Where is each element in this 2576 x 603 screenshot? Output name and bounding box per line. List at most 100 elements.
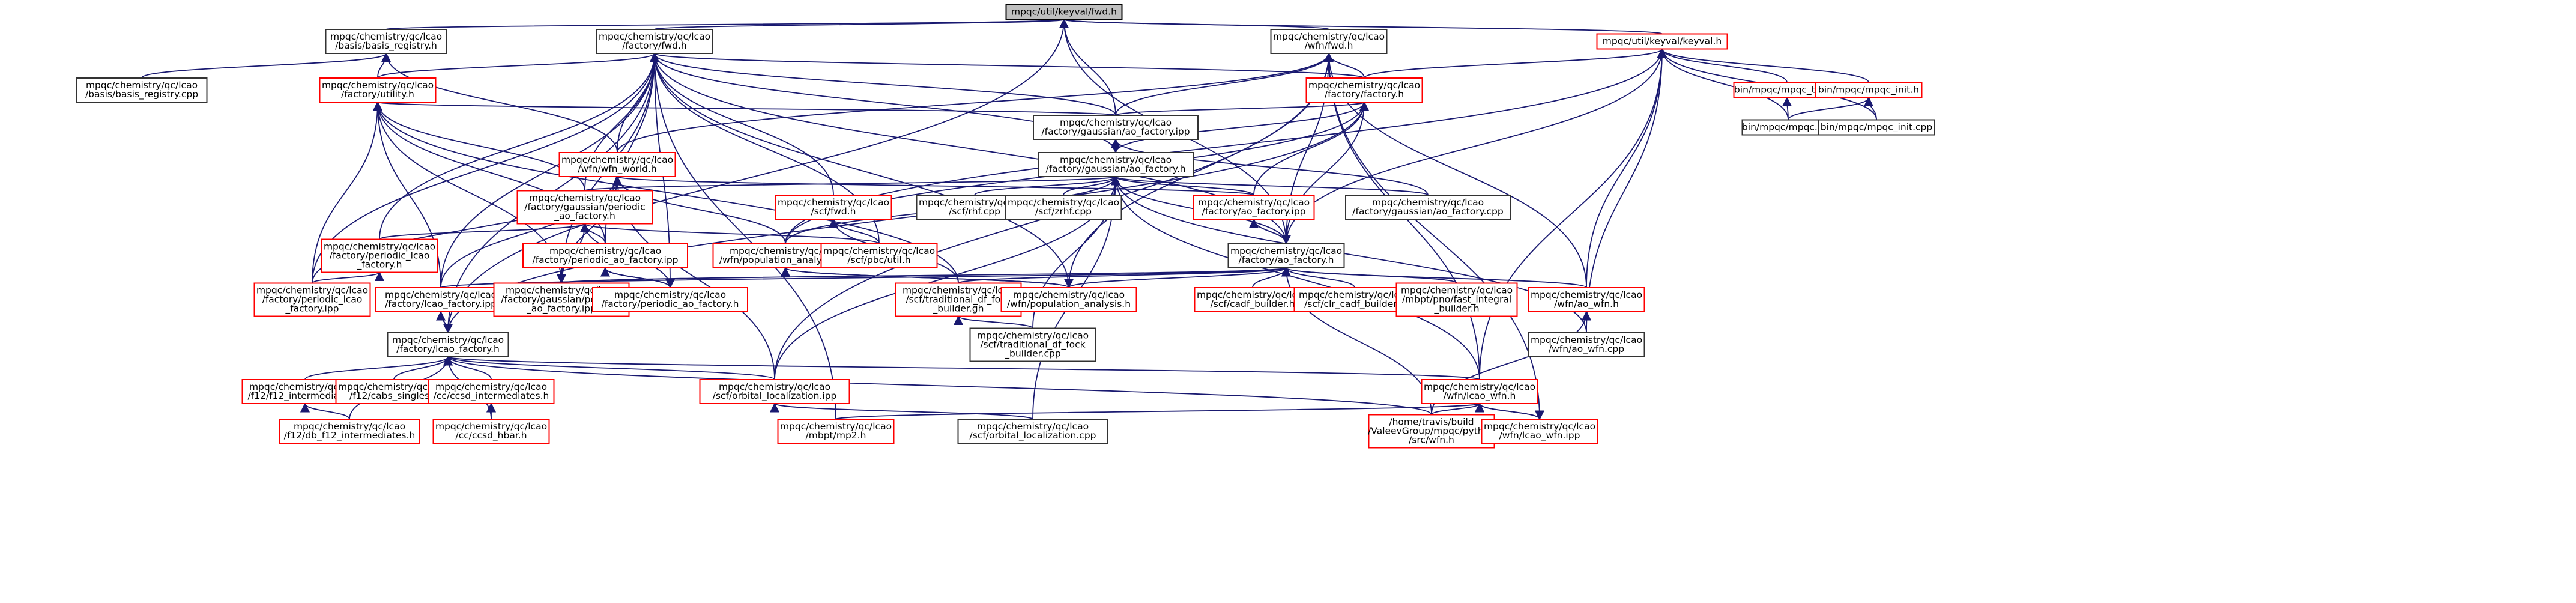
file-node-label: /scf/orbital_localization.cpp [969,430,1096,441]
file-node-ao-factory-ipp[interactable]: mpqc/chemistry/qc/lcao/factory/ao_factor… [1193,195,1315,220]
file-node-wfn-lcao-wfn-h[interactable]: mpqc/chemistry/qc/lcao/wfn/lcao_wfn.h [1421,379,1538,404]
file-node-scf-orbital-localization-ipp[interactable]: mpqc/chemistry/qc/lcao/scf/orbital_local… [699,379,850,404]
file-node-label: mpqc/chemistry/qc/lcao [1372,197,1484,208]
file-node-label: mpqc/util/keyval/keyval.h [1603,36,1722,47]
file-node-factory-fwd[interactable]: mpqc/chemistry/qc/lcao/factory/fwd.h [596,29,713,54]
file-node-label: mpqc/chemistry/qc/lcao [1401,285,1513,296]
file-node-box [522,243,688,268]
dependency-edge [1111,175,1254,196]
file-node-basis-registry-cpp[interactable]: mpqc/chemistry/qc/lcao/basis/basis_regis… [76,77,208,103]
file-node-mpqc-init-cpp[interactable]: bin/mpqc/mpqc_init.cpp [1818,119,1935,136]
file-node-label: mpqc/chemistry/qc/lcao [529,193,641,204]
dependency-edge [649,52,834,196]
file-node-box [1270,29,1388,54]
file-node-periodic-lcao-factory-h[interactable]: mpqc/chemistry/qc/lcao/factory/periodic_… [321,238,438,273]
file-node-wfn-fwd[interactable]: mpqc/chemistry/qc/lcao/wfn/fwd.h [1270,29,1388,54]
file-node-label: /factory/factory.h [1325,89,1404,100]
file-node-lcao-factory-ipp[interactable]: mpqc/chemistry/qc/lcao/factory/lcao_fact… [375,287,507,312]
file-node-label: /f12/cabs_singles.h [349,390,438,402]
dependency-edge [974,175,1120,196]
file-node-scf-fwd[interactable]: mpqc/chemistry/qc/lcao/scf/fwd.h [775,195,892,220]
file-node-label: _factory.h [357,259,402,271]
dependency-edge [312,101,383,283]
file-node-box [699,379,850,404]
file-node-scf-zrhf[interactable]: mpqc/chemistry/qc/lcao/scf/zrhf.cpp [1005,195,1122,220]
file-node-label: /factory/periodic_ao_factory.ipp [533,255,679,266]
file-node-label: mpqc/chemistry/qc/lcao [435,421,547,432]
file-node-basis-registry-h[interactable]: mpqc/chemistry/qc/lcao/basis/basis_regis… [325,29,447,54]
dependency-edge [304,356,453,380]
file-node-box [1818,119,1935,136]
file-node-mpqc-init-h[interactable]: bin/mpqc/mpqc_init.h [1815,82,1923,98]
file-node-lcao-factory-h[interactable]: mpqc/chemistry/qc/lcao/factory/lcao_fact… [387,332,509,357]
file-node-label: /factory/gaussian/ao_factory.h [1045,163,1185,175]
file-node-scf-cadf-builder[interactable]: mpqc/chemistry/qc/lcao/scf/cadf_builder.… [1194,287,1311,312]
file-node-scf-orbital-localization-cpp[interactable]: mpqc/chemistry/qc/lcao/scf/orbital_local… [957,419,1108,444]
file-node-mbpt-mp2[interactable]: mpqc/chemistry/qc/lcao/mbpt/mp2.h [777,419,895,444]
file-node-scf-pbc-util[interactable]: mpqc/chemistry/qc/lcao/scf/pbc/util.h [820,243,938,268]
file-node-label: /wfn/population_analysis.h [1007,298,1131,310]
file-node-factory-factory[interactable]: mpqc/chemistry/qc/lcao/factory/factory.h [1305,77,1423,103]
file-node-periodic-lcao-factory-ipp[interactable]: mpqc/chemistry/qc/lcao/factory/periodic_… [253,282,371,317]
file-node-label: /wfn/ao_wfn.cpp [1549,344,1624,355]
file-node-label: mpqc/chemistry/qc/lcao [599,31,710,42]
file-node-box [325,29,447,54]
file-node-label: /cc/ccsd_intermediates.h [434,390,549,402]
file-node-box [1481,419,1598,444]
file-node-wfn-population-analysis-h[interactable]: mpqc/chemistry/qc/lcao/wfn/population_an… [1000,287,1137,312]
file-node-wfn-world[interactable]: mpqc/chemistry/qc/lcao/wfn/wfn_world.h [558,152,676,177]
file-node-label: mpqc/chemistry/qc/lcao [977,330,1089,341]
dependency-edge [1586,47,1667,288]
file-node-box [895,282,1022,317]
dependency-edge [1111,138,1429,196]
file-node-cc-ccsd-hbar[interactable]: mpqc/chemistry/qc/lcao/cc/ccsd_hbar.h [432,419,550,444]
file-node-traditional-df-fock-builder-cpp[interactable]: mpqc/chemistry/qc/lcao/scf/traditional_d… [969,327,1096,362]
file-node-label: /wfn/fwd.h [1305,40,1353,51]
file-node-periodic-ao-factory-h[interactable]: mpqc/chemistry/qc/lcao/factory/gaussian/… [516,190,653,225]
file-node-box [1193,195,1315,220]
file-node-box [1033,115,1199,140]
file-node-scf-clr-cadf-builder[interactable]: mpqc/chemistry/qc/lcao/scf/clr_cadf_buil… [1293,287,1416,312]
file-node-box [596,29,713,54]
file-node-label: /scf/zrhf.cpp [1035,206,1092,217]
dependency-edge [650,52,1365,79]
file-node-box [253,282,371,317]
file-node-label: /wfn/population_analysis.ipp [719,255,851,266]
dependency-edge [649,52,836,420]
file-node-factory-periodic-ao-factory-ipp[interactable]: mpqc/chemistry/qc/lcao/factory/periodic_… [522,243,688,268]
file-node-mbpt-fast-integral-builder[interactable]: mpqc/chemistry/qc/lcao/mbpt/pno/fast_int… [1395,282,1518,317]
file-node-f12-db-f12-intermediates[interactable]: mpqc/chemistry/qc/lcao/f12/db_f12_interm… [279,419,420,444]
file-node-box [387,332,509,357]
file-node-gaussian-ao-factory-h[interactable]: mpqc/chemistry/qc/lcao/factory/gaussian/… [1038,152,1194,177]
file-node-label: mpqc/chemistry/qc/lcao [330,31,442,42]
file-node-ao-factory-h[interactable]: mpqc/chemistry/qc/lcao/factory/ao_factor… [1227,243,1345,268]
file-node-label: mpqc/chemistry/qc/lcao [1424,381,1535,392]
file-node-label: /ValeevGroup/mpqc/python [1368,426,1495,437]
file-node-label: /wfn/lcao_wfn.ipp [1499,430,1580,441]
dependency-edge [300,402,350,420]
file-node-traditional-df-fock-builder-h[interactable]: mpqc/chemistry/qc/lcao/scf/traditional_d… [895,282,1022,317]
file-node-cc-ccsd-intermediates[interactable]: mpqc/chemistry/qc/lcao/cc/ccsd_intermedi… [428,379,555,404]
file-node-label: /factory/fwd.h [622,40,686,51]
file-node-gaussian-ao-factory-ipp[interactable]: mpqc/chemistry/qc/lcao/factory/gaussian/… [1033,115,1199,140]
file-node-wfn-ao-wfn-cpp[interactable]: mpqc/chemistry/qc/lcao/wfn/ao_wfn.cpp [1528,332,1645,357]
file-node-python-src-wfn[interactable]: /home/travis/build/ValeevGroup/mpqc/pyth… [1368,414,1495,449]
file-node-label: mpqc/chemistry/qc/lcao [919,197,1030,208]
file-node-keyval-h[interactable]: mpqc/util/keyval/keyval.h [1596,33,1728,50]
file-node-label: mpqc/chemistry/qc/lcao [778,197,889,208]
file-node-label: _builder.cpp [1004,348,1060,360]
file-node-wfn-lcao-wfn-ipp[interactable]: mpqc/chemistry/qc/lcao/wfn/lcao_wfn.ipp [1481,419,1598,444]
file-node-factory-utility[interactable]: mpqc/chemistry/qc/lcao/factory/utility.h [319,77,437,103]
dependency-edge [1281,267,1587,288]
dependency-edge [1068,267,1291,288]
dependency-edge [954,315,1033,329]
file-node-label: mpqc/chemistry/qc/lcao [1531,289,1642,300]
file-node-factory-periodic-ao-factory-h[interactable]: mpqc/chemistry/qc/lcao/factory/periodic_… [592,287,748,312]
file-node-gaussian-ao-factory-cpp[interactable]: mpqc/chemistry/qc/lcao/factory/gaussian/… [1345,195,1511,220]
dependency-edge [612,175,786,244]
file-node-label: mpqc/chemistry/qc/lcao [977,421,1089,432]
dependency-edge [1115,101,1369,116]
file-node-wfn-ao-wfn-h[interactable]: mpqc/chemistry/qc/lcao/wfn/ao_wfn.h [1528,287,1645,312]
file-node-label: /scf/clr_cadf_builder.h [1304,298,1405,310]
